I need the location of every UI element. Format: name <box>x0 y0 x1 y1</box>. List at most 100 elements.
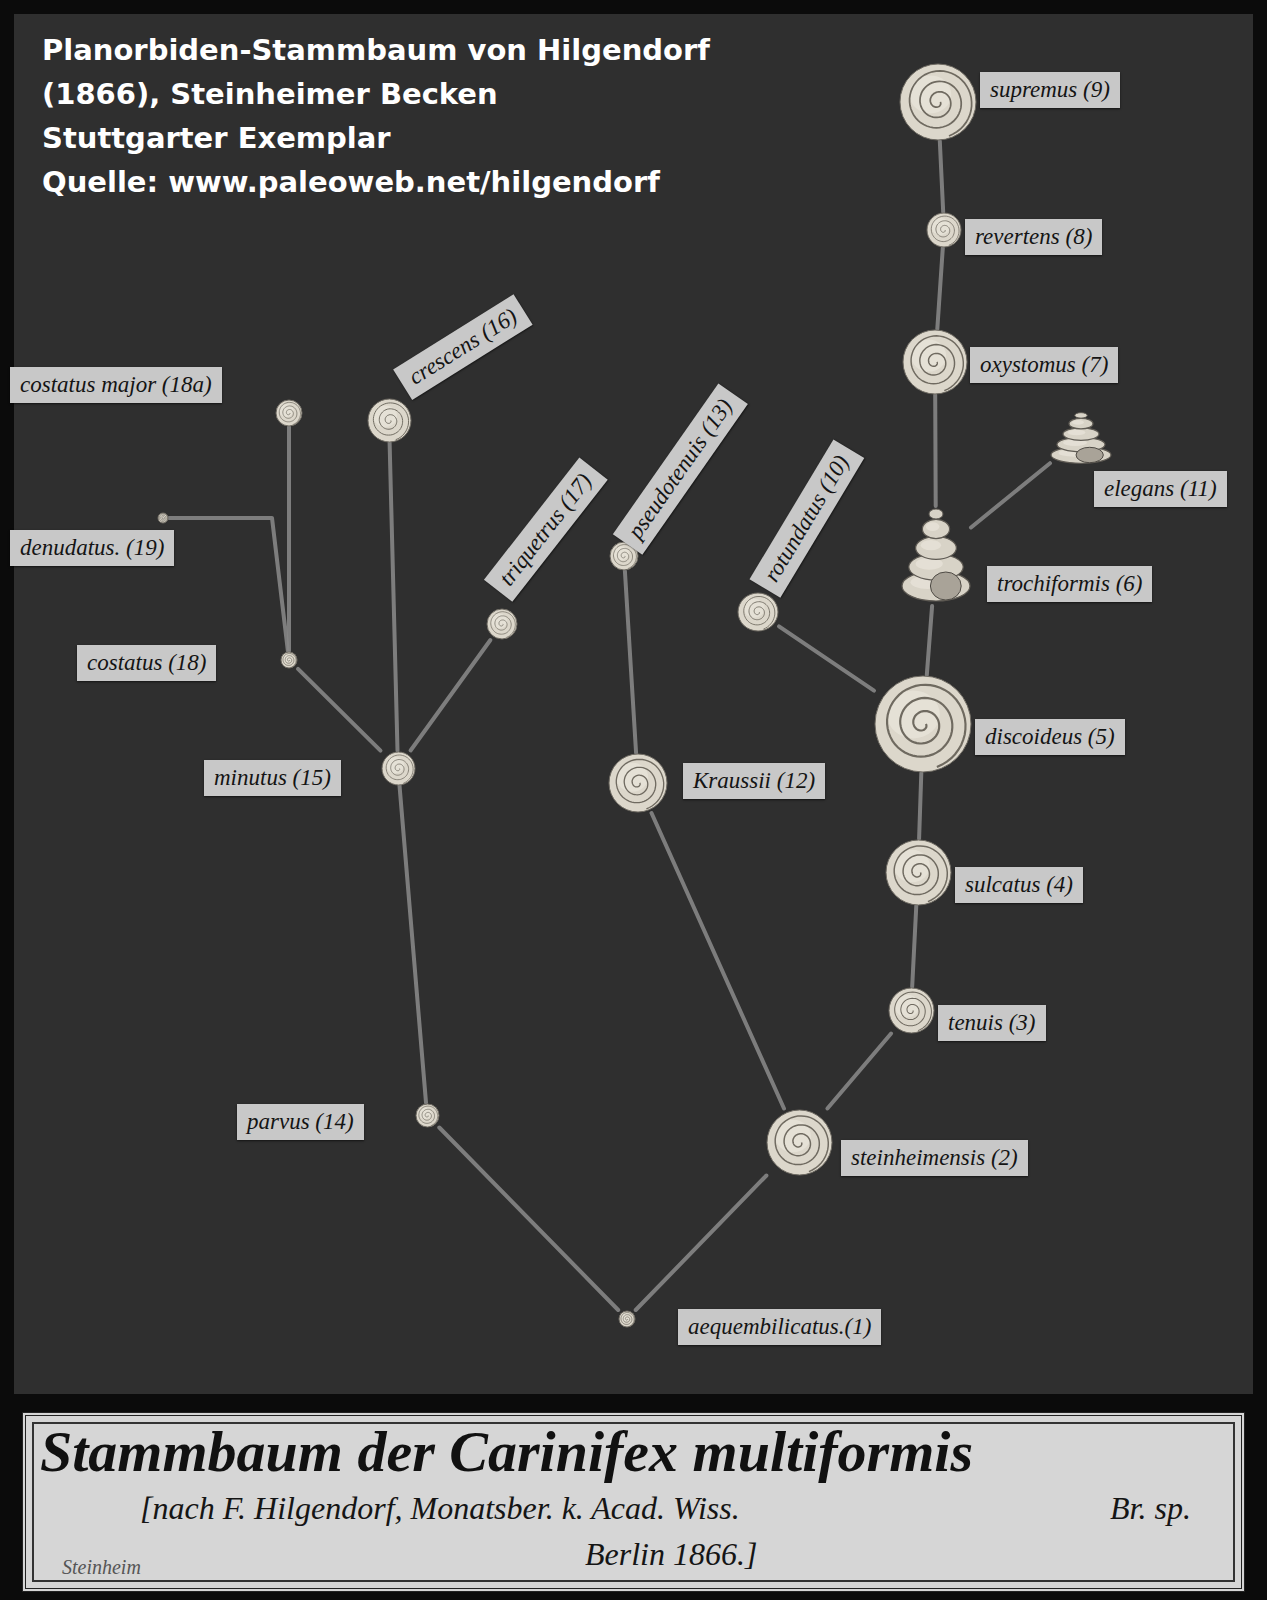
shell-node: aequembilicatus.(1) <box>618 1310 636 1328</box>
lineage-line <box>287 427 291 651</box>
snail-shell <box>902 329 968 395</box>
lineage-line <box>390 443 398 751</box>
species-label: costatus (18) <box>77 645 216 681</box>
shell-part <box>416 1104 439 1127</box>
reference-note: Berlin 1866.] <box>585 1536 757 1573</box>
lineage-line <box>400 786 427 1103</box>
shell-part <box>900 64 976 140</box>
source-note: Quelle: www.paleoweb.net/hilgendorf <box>42 160 822 204</box>
reference-note: [nach F. Hilgendorf, Monatsber. k. Acad.… <box>140 1490 740 1527</box>
shell-node: crescens (16) <box>367 398 412 443</box>
shell-part <box>894 845 947 901</box>
shell-part <box>1051 446 1111 463</box>
snail-shell <box>608 753 668 813</box>
shell-part <box>922 519 949 538</box>
snail-shell <box>926 212 962 248</box>
lineage-line <box>912 906 916 987</box>
snail-shell <box>901 506 971 606</box>
lineage-line <box>927 606 932 675</box>
shell-node: steinheimensis (2) <box>766 1109 833 1176</box>
shell-part <box>1068 429 1086 435</box>
shell-node: pseudotenuis (13) <box>609 541 639 571</box>
reference-note: Steinheim <box>62 1556 141 1579</box>
lineage-line <box>439 1128 618 1311</box>
shell-node: rotundatus (10) <box>737 592 779 632</box>
shell-part <box>1075 412 1087 418</box>
lineage-line <box>411 640 491 751</box>
snail-shell <box>280 651 298 669</box>
species-label: aequembilicatus.(1) <box>678 1309 881 1345</box>
shell-part <box>382 752 415 785</box>
shell-part <box>487 609 517 639</box>
reference-note: Br. sp. <box>1110 1490 1191 1527</box>
species-label: elegans (11) <box>1094 471 1227 507</box>
lineage-line <box>298 669 381 751</box>
shell-part <box>894 994 919 1017</box>
shell-part <box>283 654 296 668</box>
lineage-line <box>827 1034 891 1109</box>
lineage-line <box>625 571 636 753</box>
species-label: tenuis (3) <box>938 1005 1046 1041</box>
lineage-line <box>636 1176 767 1311</box>
species-label: revertens (8) <box>965 219 1102 255</box>
snail-shell <box>367 398 412 443</box>
shell-part <box>276 400 302 426</box>
shell-part <box>491 614 508 629</box>
shell-part <box>368 399 411 442</box>
shell-part <box>609 754 667 812</box>
snail-shell <box>157 512 169 524</box>
shell-part <box>418 1106 437 1126</box>
shell-part <box>373 402 408 439</box>
shell-part <box>775 1115 828 1171</box>
snail-shell <box>618 1310 636 1328</box>
lineage-line <box>971 463 1050 527</box>
snail-shell <box>885 839 952 906</box>
shell-part <box>902 571 970 601</box>
shell-node: minutus (15) <box>381 751 416 786</box>
shell-node: denudatus. (19) <box>157 512 169 524</box>
lineage-line <box>937 248 943 329</box>
snail-shell <box>737 592 779 632</box>
shell-part <box>910 71 972 136</box>
shell-part <box>1063 427 1099 440</box>
shell-part <box>921 540 941 550</box>
caption: Stammbaum der Carinifex multiformis <box>40 1420 973 1484</box>
species-label: costatus major (18a) <box>10 367 222 403</box>
shell-node: tenuis (3) <box>888 987 935 1034</box>
shell-part <box>373 405 397 427</box>
shell-part <box>887 690 940 738</box>
shell-node: supremus (9) <box>899 63 977 141</box>
species-label: sulcatus (4) <box>955 867 1083 903</box>
lineage-line <box>933 395 938 506</box>
shell-node: trochiformis (6) <box>901 506 971 606</box>
shell-node: costatus major (18a) <box>275 399 303 427</box>
shell-part <box>929 509 943 519</box>
snail-shell <box>899 63 977 141</box>
species-label: supremus (9) <box>980 72 1120 108</box>
snail-shell <box>766 1109 833 1176</box>
shell-part <box>158 513 168 523</box>
shell-part <box>903 330 967 394</box>
shell-part <box>887 685 965 767</box>
shell-part <box>159 514 167 523</box>
shell-node: parvus (14) <box>415 1103 440 1128</box>
lineage-line <box>919 773 921 839</box>
lineage-line <box>779 626 874 690</box>
shell-node: oxystomus (7) <box>902 329 968 395</box>
shell-part <box>619 1311 635 1327</box>
snail-shell <box>486 608 518 640</box>
shell-node: triquetrus (17) <box>486 608 518 640</box>
species-label: denudatus. (19) <box>10 530 174 566</box>
shell-part <box>491 612 516 638</box>
shell-part <box>1069 418 1093 429</box>
snail-shell <box>275 399 303 427</box>
shell-node: revertens (8) <box>926 212 962 248</box>
shell-part <box>616 759 663 809</box>
shell-node: costatus (18) <box>280 651 298 669</box>
species-label: parvus (14) <box>237 1104 364 1140</box>
shell-node: sulcatus (4) <box>885 839 952 906</box>
title: Planorbiden-Stammbaum von Hilgendorf (18… <box>42 28 822 116</box>
shell-part <box>927 213 961 247</box>
shell-part <box>738 593 778 631</box>
shell-node: discoideus (5) <box>874 675 972 773</box>
